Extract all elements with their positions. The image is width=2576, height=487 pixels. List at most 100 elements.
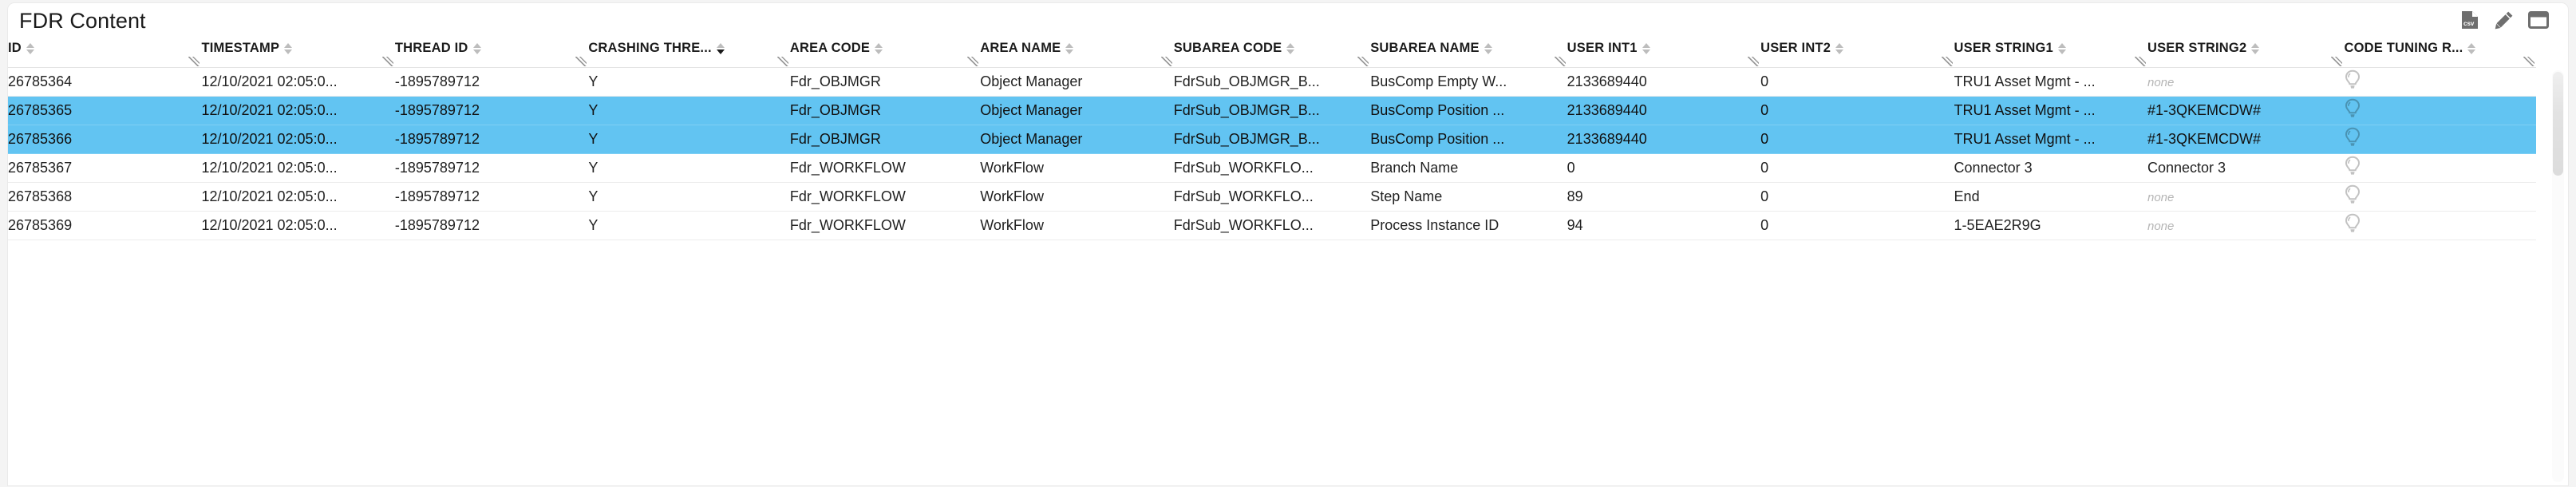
cell-subarea_code[interactable]: FdrSub_OBJMGR_B... [1173, 125, 1371, 154]
column-resize-handle[interactable] [2134, 56, 2146, 66]
cell-subarea_code[interactable]: FdrSub_OBJMGR_B... [1173, 96, 1371, 125]
cell-thread_id[interactable]: -1895789712 [394, 211, 589, 240]
layout-window-button[interactable] [2528, 10, 2549, 30]
cell-area_code[interactable]: Fdr_OBJMGR [789, 125, 981, 154]
cell-user_int2[interactable]: 0 [1760, 211, 1954, 240]
edit-button[interactable] [2494, 10, 2515, 30]
cell-crashing_thre[interactable]: Y [588, 125, 790, 154]
column-header-id[interactable]: ID [8, 38, 202, 68]
cell-area_code[interactable]: Fdr_OBJMGR [789, 67, 981, 97]
cell-user_int2[interactable]: 0 [1760, 125, 1954, 154]
cell-timestamp[interactable]: 12/10/2021 02:05:0... [201, 153, 395, 183]
cell-user_int1[interactable]: 2133689440 [1567, 67, 1761, 97]
lightbulb-icon[interactable] [2344, 156, 2361, 180]
column-resize-handle[interactable] [1748, 56, 1760, 66]
cell-subarea_name[interactable]: Step Name [1370, 182, 1567, 212]
column-header-user_int2[interactable]: USER INT2 [1760, 38, 1954, 68]
cell-area_name[interactable]: Object Manager [980, 125, 1174, 154]
cell-area_name[interactable]: Object Manager [980, 67, 1174, 97]
cell-thread_id[interactable]: -1895789712 [394, 125, 589, 154]
sort-toggle-icon[interactable] [2057, 42, 2066, 54]
vertical-scrollbar-thumb[interactable] [2553, 72, 2563, 176]
cell-user_string2[interactable]: none [2147, 182, 2345, 212]
cell-crashing_thre[interactable]: Y [588, 96, 790, 125]
cell-id[interactable]: 26785368 [8, 182, 202, 212]
cell-id[interactable]: 26785367 [8, 153, 202, 183]
cell-user_string2[interactable]: #1-3QKEMCDW# [2147, 96, 2345, 125]
cell-code_tuning_r[interactable] [2344, 211, 2536, 240]
cell-user_int1[interactable]: 89 [1567, 182, 1761, 212]
column-resize-handle[interactable] [2331, 56, 2343, 66]
column-header-user_string1[interactable]: USER STRING1 [1954, 38, 2147, 68]
cell-user_int1[interactable]: 2133689440 [1567, 96, 1761, 125]
cell-user_int1[interactable]: 2133689440 [1567, 125, 1761, 154]
cell-thread_id[interactable]: -1895789712 [394, 96, 589, 125]
cell-user_string2[interactable]: Connector 3 [2147, 153, 2345, 183]
sort-toggle-icon[interactable] [875, 42, 883, 54]
cell-thread_id[interactable]: -1895789712 [394, 67, 589, 97]
column-header-user_string2[interactable]: USER STRING2 [2147, 38, 2345, 68]
cell-timestamp[interactable]: 12/10/2021 02:05:0... [201, 96, 395, 125]
cell-area_name[interactable]: WorkFlow [980, 153, 1174, 183]
sort-toggle-icon[interactable] [1065, 42, 1074, 54]
column-header-subarea_code[interactable]: SUBAREA CODE [1173, 38, 1371, 68]
cell-crashing_thre[interactable]: Y [588, 211, 790, 240]
column-resize-handle[interactable] [1941, 56, 1953, 66]
sort-toggle-icon[interactable] [472, 42, 481, 54]
column-header-area_code[interactable]: AREA CODE [789, 38, 981, 68]
cell-user_string1[interactable]: TRU1 Asset Mgmt - ... [1954, 96, 2147, 125]
cell-id[interactable]: 26785366 [8, 125, 202, 154]
cell-subarea_code[interactable]: FdrSub_OBJMGR_B... [1173, 67, 1371, 97]
cell-user_string1[interactable]: TRU1 Asset Mgmt - ... [1954, 67, 2147, 97]
cell-thread_id[interactable]: -1895789712 [394, 182, 589, 212]
cell-crashing_thre[interactable]: Y [588, 67, 790, 97]
cell-crashing_thre[interactable]: Y [588, 182, 790, 212]
cell-code_tuning_r[interactable] [2344, 153, 2536, 183]
cell-user_string1[interactable]: TRU1 Asset Mgmt - ... [1954, 125, 2147, 154]
cell-timestamp[interactable]: 12/10/2021 02:05:0... [201, 182, 395, 212]
column-resize-handle[interactable] [188, 56, 200, 66]
sort-toggle-icon[interactable] [1484, 42, 1492, 54]
cell-id[interactable]: 26785369 [8, 211, 202, 240]
column-header-timestamp[interactable]: TIMESTAMP [201, 38, 395, 68]
cell-timestamp[interactable]: 12/10/2021 02:05:0... [201, 67, 395, 97]
column-header-user_int1[interactable]: USER INT1 [1567, 38, 1761, 68]
lightbulb-icon[interactable] [2344, 98, 2361, 123]
cell-code_tuning_r[interactable] [2344, 125, 2536, 154]
cell-user_string1[interactable]: Connector 3 [1954, 153, 2147, 183]
column-resize-handle[interactable] [776, 56, 788, 66]
cell-id[interactable]: 26785364 [8, 67, 202, 97]
column-header-area_name[interactable]: AREA NAME [980, 38, 1174, 68]
cell-user_string1[interactable]: 1-5EAE2R9G [1954, 211, 2147, 240]
cell-user_string1[interactable]: End [1954, 182, 2147, 212]
cell-user_int2[interactable]: 0 [1760, 182, 1954, 212]
sort-toggle-icon[interactable] [1286, 42, 1295, 54]
sort-toggle-icon[interactable] [2467, 42, 2476, 54]
column-resize-handle[interactable] [1160, 56, 1172, 66]
vertical-scrollbar[interactable] [2552, 70, 2564, 482]
lightbulb-icon[interactable] [2344, 184, 2361, 209]
column-header-thread_id[interactable]: THREAD ID [394, 38, 589, 68]
cell-user_int1[interactable]: 0 [1567, 153, 1761, 183]
column-resize-handle[interactable] [381, 56, 393, 66]
lightbulb-icon[interactable] [2344, 127, 2361, 152]
cell-crashing_thre[interactable]: Y [588, 153, 790, 183]
cell-user_int2[interactable]: 0 [1760, 67, 1954, 97]
cell-code_tuning_r[interactable] [2344, 96, 2536, 125]
cell-subarea_name[interactable]: Branch Name [1370, 153, 1567, 183]
cell-subarea_name[interactable]: Process Instance ID [1370, 211, 1567, 240]
cell-area_name[interactable]: WorkFlow [980, 182, 1174, 212]
cell-area_code[interactable]: Fdr_WORKFLOW [789, 182, 981, 212]
cell-area_name[interactable]: WorkFlow [980, 211, 1174, 240]
cell-subarea_code[interactable]: FdrSub_WORKFLO... [1173, 211, 1371, 240]
column-header-subarea_name[interactable]: SUBAREA NAME [1370, 38, 1567, 68]
export-csv-button[interactable]: csv [2459, 10, 2480, 30]
cell-user_string2[interactable]: none [2147, 67, 2345, 97]
cell-user_string2[interactable]: #1-3QKEMCDW# [2147, 125, 2345, 154]
cell-code_tuning_r[interactable] [2344, 67, 2536, 97]
